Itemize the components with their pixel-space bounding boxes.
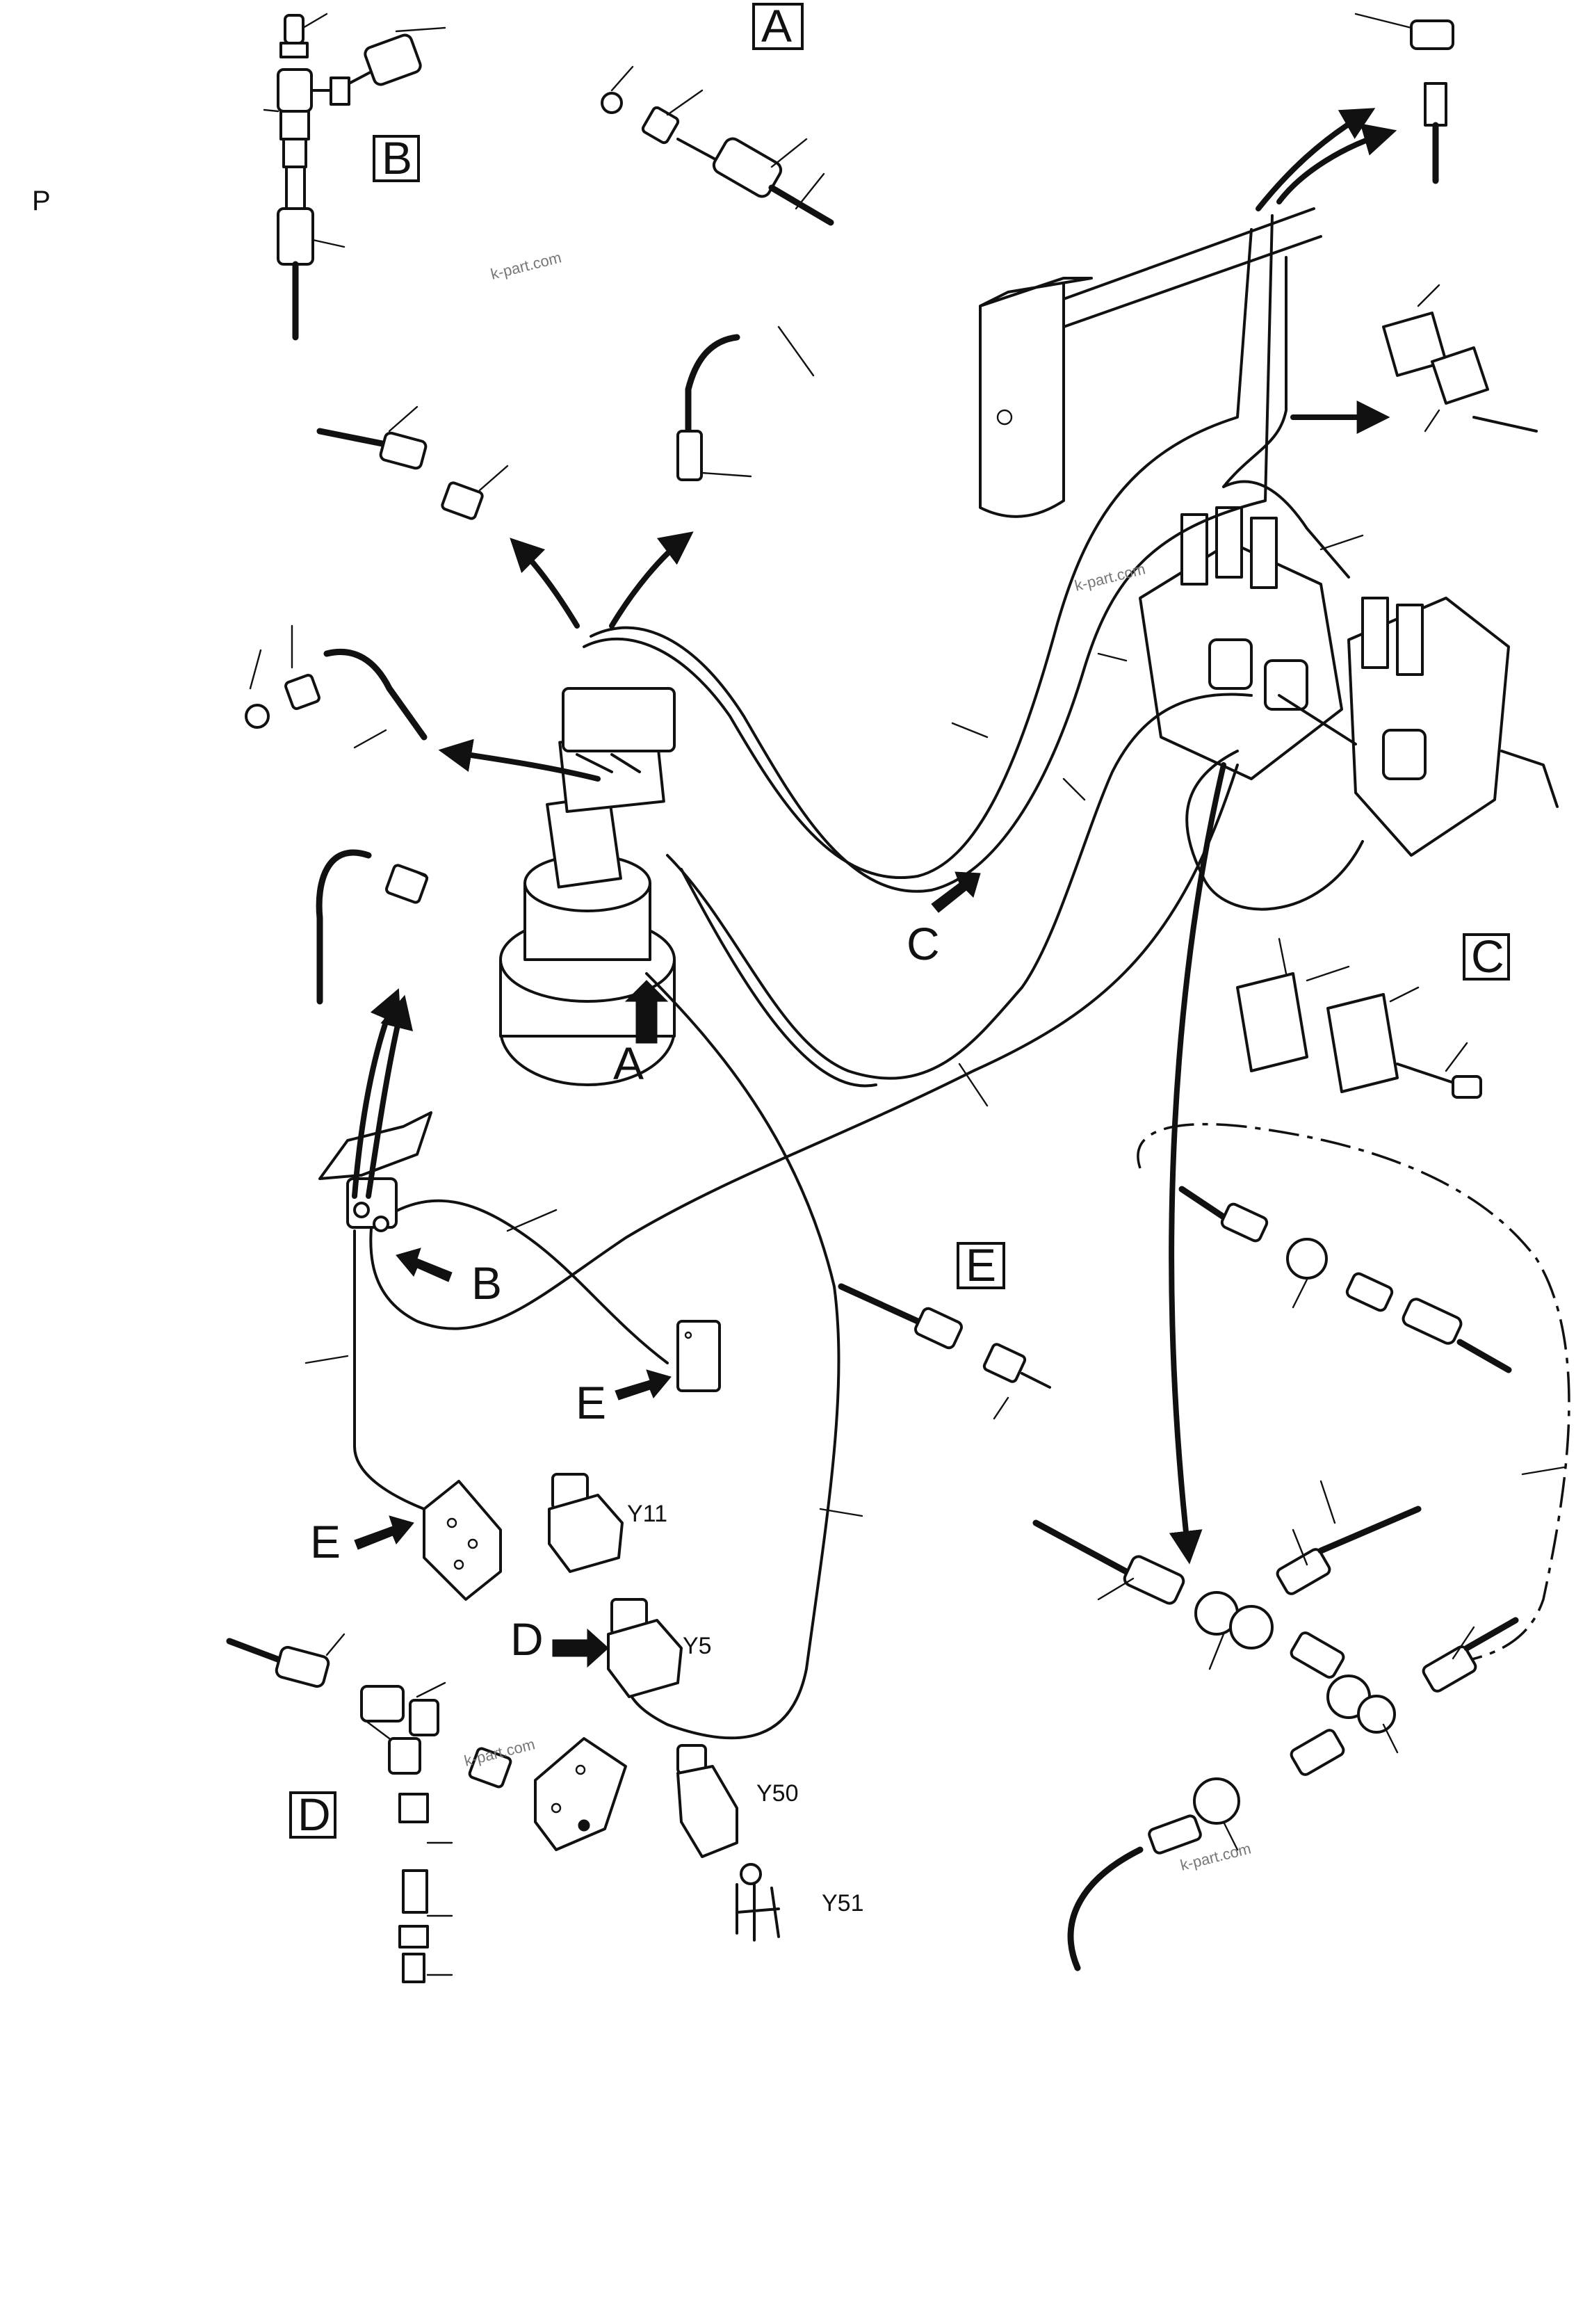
detail-d-fittings [226,1633,627,1983]
callout-label-a: A [613,1038,644,1089]
watermark-3: k-part.com [1178,1839,1253,1873]
control-valve-block [1139,506,1559,857]
detail-b-fittings [263,13,446,341]
solenoid-y51 [736,1863,780,1942]
detail-label-a: A [761,0,792,51]
label-y11: Y11 [627,1501,667,1527]
label-y50: Y50 [756,1780,799,1807]
callout-label-e2: E [310,1516,341,1567]
mid-right-tee-fitting [1178,1186,1512,1373]
detail-box-e [957,1242,1005,1289]
detail-box-d [289,1791,336,1839]
detail-a-fittings [601,65,834,226]
rotary-joint [499,687,676,1086]
lower-left-elbow-fitting [316,849,429,1005]
pedal-bracket [318,1111,432,1232]
corner-mark: P [32,186,51,216]
detail-box-a [752,3,804,50]
upper-right-clamp [1382,284,1538,433]
solenoid-y50 [676,1744,738,1858]
watermark-1: k-part.com [489,248,563,282]
label-y5: Y5 [683,1633,712,1659]
callout-label-d: D [510,1613,544,1665]
leader-ticks [304,534,1566,1517]
solenoid-y11 [548,1473,624,1573]
callout-label-e1: E [576,1377,606,1428]
dashed-hose-line [1137,1122,1570,1663]
connector-block-e-lower [423,1480,502,1601]
watermark-4: k-part.com [1073,560,1147,594]
connector-block-e-upper [676,1320,721,1392]
detail-label-e: E [966,1239,996,1291]
solenoid-y5 [607,1598,683,1698]
pointer-arrows [352,108,1397,1565]
lower-right-tee-assembly [1032,1480,1519,1971]
detail-label-d: D [298,1789,331,1840]
upper-left-fittings [316,325,815,520]
detail-c-clamp [1236,937,1482,1099]
callout-label-c: C [907,918,940,969]
detail-box-c [1463,933,1510,981]
detail-label-b: B [382,132,412,184]
left-elbow-fitting [245,624,428,749]
piping-lines [353,214,1364,1740]
upper-right-elbow-fitting [1354,13,1454,184]
callout-arrows [354,871,981,1668]
detail-e-fittings [838,1283,1051,1420]
detail-label-c: C [1471,930,1504,982]
callout-label-b: B [471,1257,502,1309]
label-y51: Y51 [822,1890,864,1917]
detail-box-b [373,135,420,182]
